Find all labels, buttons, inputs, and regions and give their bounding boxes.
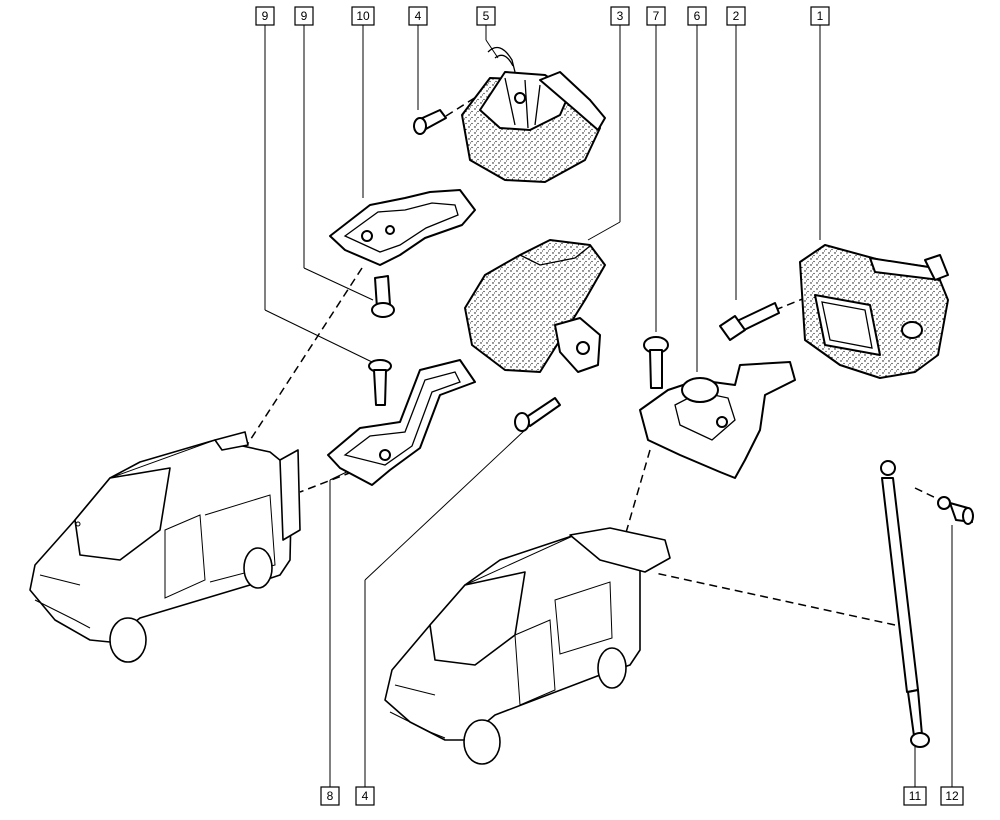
callout-label: 9 — [301, 9, 308, 23]
callout-4-top: 4 — [408, 6, 428, 26]
vehicle-tailgate-view — [384, 527, 671, 765]
part-9-screw-lower — [368, 359, 392, 406]
callout-9a: 9 — [255, 6, 275, 26]
part-7-bolt — [643, 336, 669, 389]
callout-label: 2 — [733, 9, 740, 23]
callout-label: 8 — [327, 789, 334, 803]
part-6-tailgate-striker — [639, 361, 796, 479]
part-3-side-door-lock — [464, 239, 606, 373]
part-1-tailgate-handle — [799, 244, 949, 379]
callout-6: 6 — [687, 6, 707, 26]
leader-lines — [264, 24, 953, 787]
part-8-lower-bracket — [327, 359, 476, 486]
callout-5: 5 — [476, 6, 496, 26]
part-4-screw-lower — [514, 397, 561, 432]
callout-label: 6 — [694, 9, 701, 23]
callout-4-bottom: 4 — [355, 786, 375, 806]
callout-8: 8 — [320, 786, 340, 806]
vehicle-side-door-view — [29, 431, 301, 663]
callout-label: 11 — [909, 789, 922, 803]
callout-7: 7 — [646, 6, 666, 26]
callout-12: 12 — [940, 786, 964, 806]
callout-11: 11 — [903, 786, 927, 806]
part-11-gas-strut — [880, 460, 930, 748]
callout-label: 7 — [653, 9, 660, 23]
callout-label: 10 — [356, 9, 370, 23]
callout-3: 3 — [610, 6, 630, 26]
callout-label: 12 — [945, 789, 959, 803]
callout-10: 10 — [351, 6, 375, 26]
callout-label: 9 — [262, 9, 269, 23]
callout-label: 5 — [483, 9, 490, 23]
callout-label: 1 — [817, 9, 824, 23]
callout-label: 4 — [415, 9, 422, 23]
callout-1: 1 — [810, 6, 830, 26]
callout-2: 2 — [726, 6, 746, 26]
part-9-screw-upper — [371, 275, 395, 318]
part-5-tailgate-lock — [461, 46, 606, 183]
callout-label: 4 — [362, 789, 369, 803]
callout-label: 3 — [617, 9, 624, 23]
part-2-bolt — [719, 302, 780, 341]
part-12-ball-stud — [937, 496, 974, 525]
part-4-screw-upper — [413, 109, 447, 135]
part-10-striker-bracket — [329, 189, 476, 266]
callout-9b: 9 — [294, 6, 314, 26]
